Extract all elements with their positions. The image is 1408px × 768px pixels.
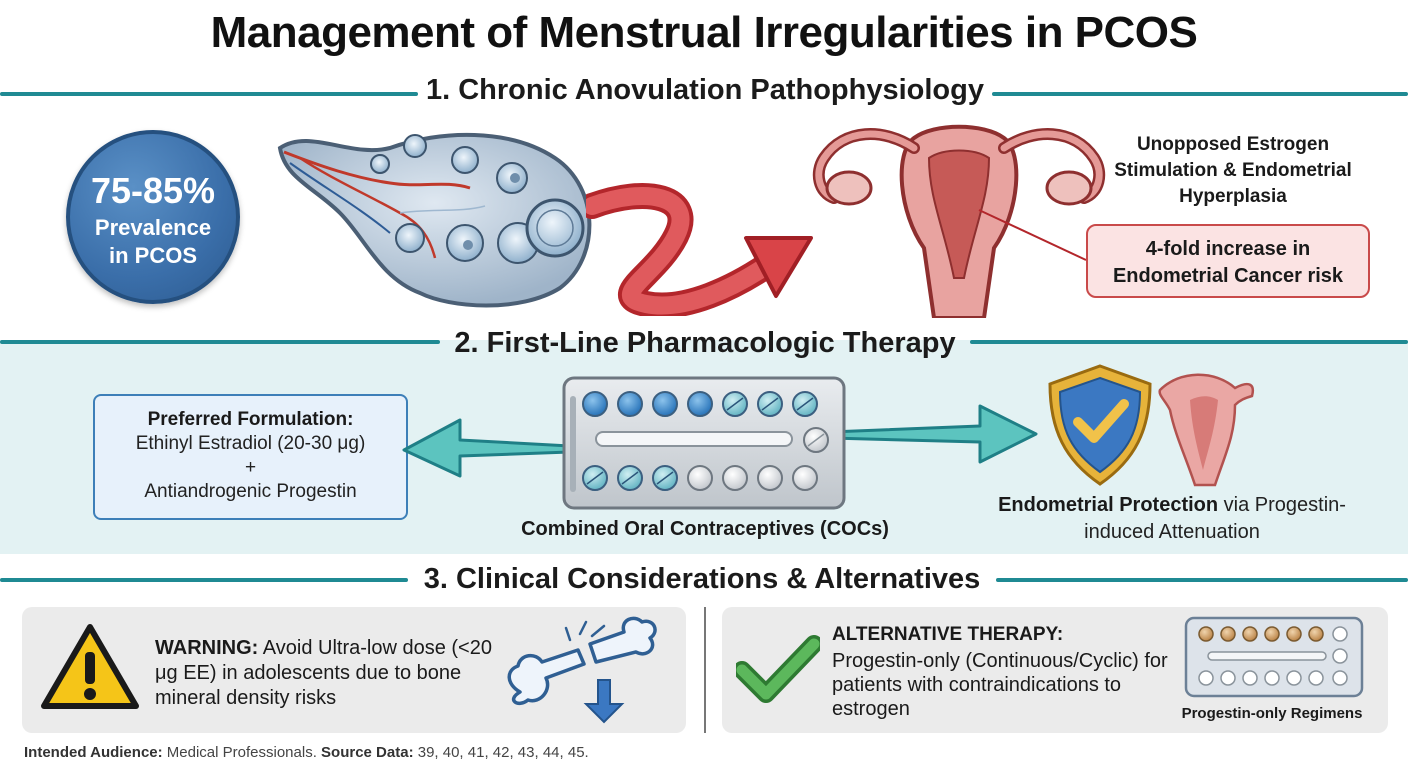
- footer: Intended Audience: Medical Professionals…: [24, 744, 589, 761]
- coc-caption: Combined Oral Contraceptives (COCs): [521, 518, 889, 540]
- teal-arrow-right: [830, 404, 1038, 464]
- section2-rule-left: [0, 340, 440, 344]
- protection-rest: via Progestin-induced Attenuation: [1084, 494, 1346, 543]
- warning-label: WARNING:: [155, 637, 259, 659]
- warning-icon: [41, 624, 139, 709]
- estrogen-stimulation-text: Unopposed Estrogen Stimulation & Endomet…: [1114, 134, 1352, 207]
- shield-check-icon: [1048, 364, 1254, 487]
- prevalence-label: Prevalence in PCOS: [94, 215, 212, 268]
- formulation-box: Preferred Formulation: Ethinyl Estradiol…: [93, 394, 408, 520]
- alternative-text: Progestin-only (Continuous/Cyclic) for p…: [832, 650, 1168, 720]
- red-curved-arrow: [586, 183, 813, 316]
- main-title: Management of Menstrual Irregularities i…: [210, 8, 1198, 57]
- audience-value: Medical Professionals.: [162, 744, 322, 761]
- source-value: 39, 40, 41, 42, 43, 44, 45.: [413, 744, 589, 761]
- progestin-pill-pack: [1184, 616, 1364, 698]
- source-label: Source Data:: [321, 744, 414, 761]
- section1-heading: 1. Chronic Anovulation Pathophysiology: [425, 74, 984, 106]
- pill-blister-pack: [562, 376, 846, 510]
- broken-bone-icon: [507, 616, 657, 724]
- section3-heading: 3. Clinical Considerations & Alternative…: [423, 563, 981, 595]
- regimen-caption: Progestin-only Regimens: [1181, 705, 1363, 722]
- section2-heading: 2. First-Line Pharmacologic Therapy: [454, 327, 956, 359]
- section2-rule-right: [970, 340, 1408, 344]
- cancer-risk-box: 4-fold increase in Endometrial Cancer ri…: [1086, 224, 1370, 298]
- section1-rule-right: [992, 92, 1408, 96]
- teal-arrow-left: [402, 418, 570, 478]
- down-arrow-icon: [583, 679, 625, 724]
- panel-divider: [704, 607, 706, 733]
- ovary-illustration: [277, 132, 592, 308]
- prevalence-badge: 75-85% Prevalence in PCOS: [66, 130, 240, 304]
- section3-rule-right: [996, 578, 1408, 582]
- uterus-illustration: [812, 124, 1106, 318]
- section3-rule-left: [0, 578, 408, 582]
- section1-rule-left: [0, 92, 418, 96]
- protection-bold: Endometrial Protection: [998, 494, 1219, 516]
- audience-label: Intended Audience:: [24, 744, 163, 761]
- formulation-plus: +: [244, 457, 257, 478]
- warning-text: WARNING: Avoid Ultra-low dose (<20 μg EE…: [155, 636, 495, 711]
- formulation-estradiol: Ethinyl Estradiol (20-30 μg): [135, 433, 366, 454]
- check-icon: [736, 635, 820, 703]
- alternative-title: ALTERNATIVE THERAPY:: [832, 624, 1064, 645]
- warning-body: Avoid Ultra-low dose (<20 μg EE) in adol…: [155, 637, 492, 709]
- formulation-title: Preferred Formulation:: [147, 409, 354, 430]
- formulation-progestin: Antiandrogenic Progestin: [144, 481, 357, 502]
- warning-panel: [22, 607, 686, 733]
- protection-caption: Endometrial Protection via Progestin-ind…: [992, 492, 1352, 546]
- prevalence-value: 75-85%: [90, 170, 216, 211]
